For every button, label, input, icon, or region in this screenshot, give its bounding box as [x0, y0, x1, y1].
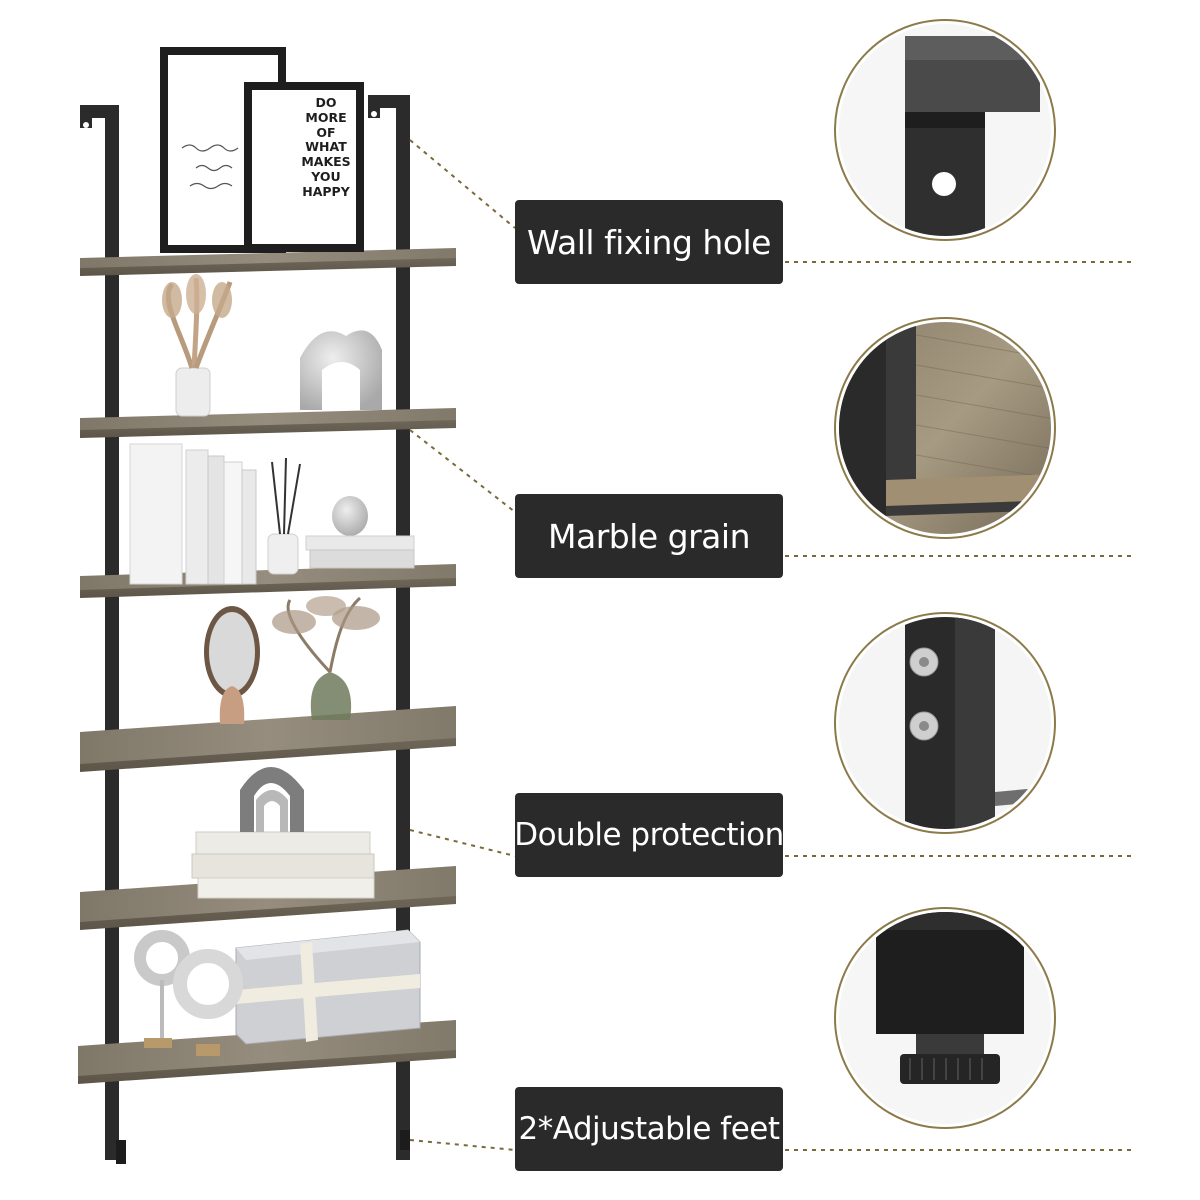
feature-label-adjustable-feet: 2*Adjustable feet — [515, 1087, 783, 1171]
poster-line: WHAT — [305, 139, 347, 155]
reed-diffuser — [267, 457, 301, 575]
books-with-sculpture — [191, 767, 375, 899]
small-stack — [305, 496, 415, 569]
books — [129, 443, 257, 585]
picture-frames — [160, 47, 364, 253]
poster-line: HAPPY — [302, 183, 350, 199]
poster-line: MAKES — [301, 154, 351, 170]
feature-label-double-protection: Double protection — [514, 793, 784, 877]
detail-marble-grain — [834, 317, 1056, 539]
detail-adjustable-feet — [834, 907, 1056, 1129]
feature-label-wall-fixing-hole: Wall fixing hole — [515, 200, 783, 284]
poster-line: OF — [316, 124, 336, 140]
detail-double-protection — [834, 612, 1056, 834]
round-mirror — [204, 606, 260, 724]
detail-wall-fixing-hole — [834, 19, 1056, 241]
vase-dried-grass — [162, 274, 233, 417]
poster-line: MORE — [305, 109, 347, 125]
feature-label-marble-grain: Marble grain — [515, 494, 783, 578]
poster-line: YOU — [311, 168, 341, 184]
vase-plant — [272, 596, 380, 720]
arch-sculpture — [300, 330, 382, 410]
poster-text: DO MORE OF WHAT MAKES YOU HAPPY — [290, 95, 362, 200]
ring-sculptures — [134, 930, 243, 1056]
marble-box — [235, 929, 421, 1045]
leader-lines — [409, 139, 1135, 1151]
poster-line: DO — [315, 95, 337, 110]
